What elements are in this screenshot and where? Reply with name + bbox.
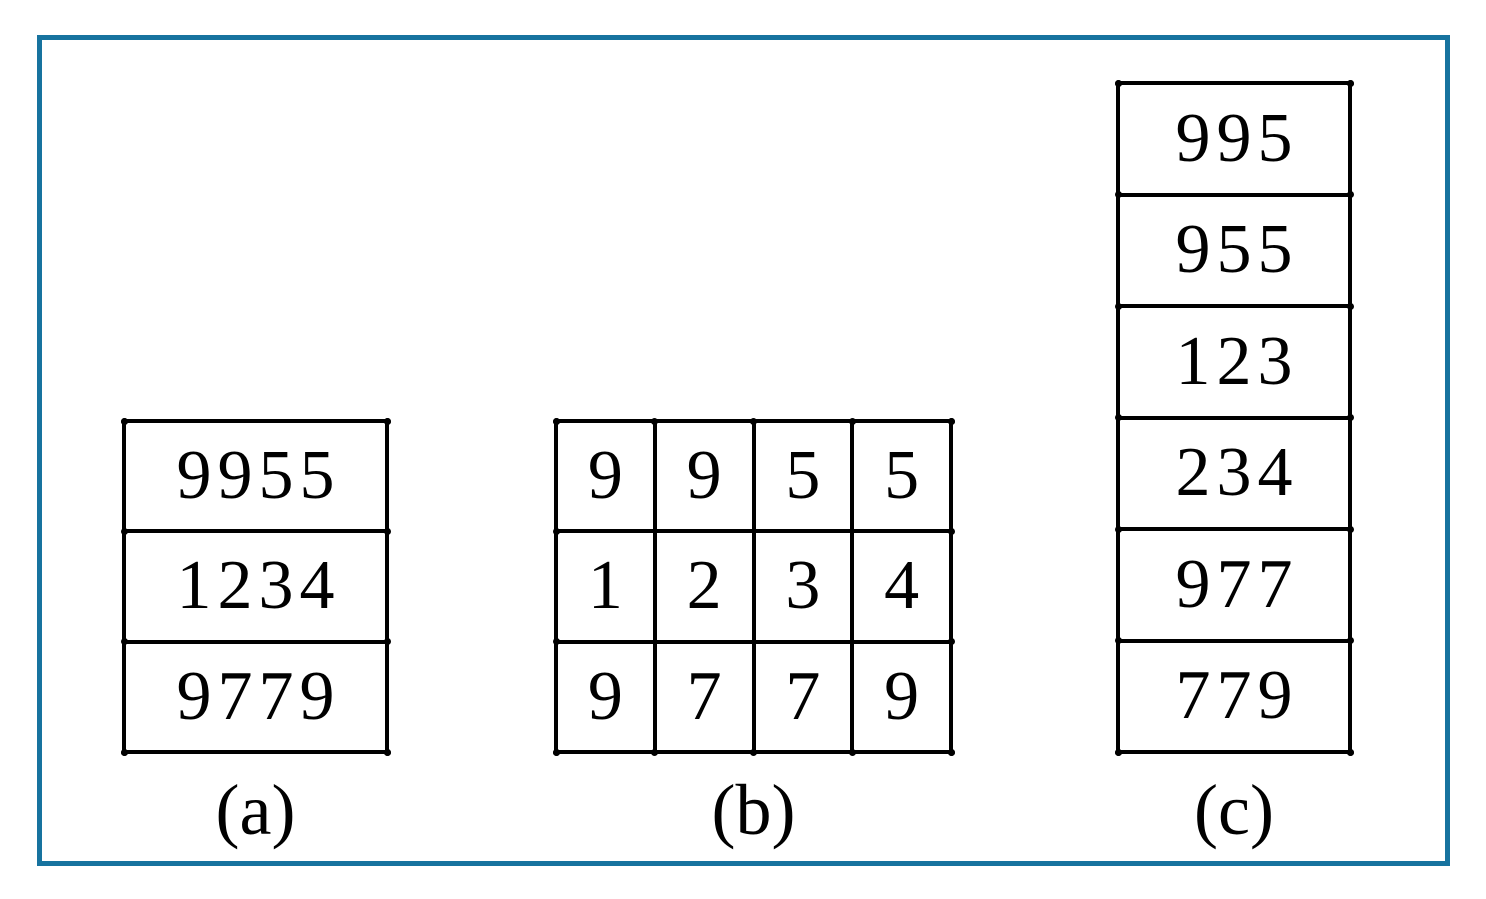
line-endpoint-dot (120, 748, 128, 756)
table-cell: 234 (1120, 419, 1348, 527)
line-endpoint-dot (947, 417, 955, 425)
line-endpoint-dot (1114, 302, 1122, 310)
line-endpoint-dot (1114, 748, 1122, 756)
panel-a-table: 9955 1234 9779 (120, 417, 391, 756)
panel-a-label: (a) (215, 770, 296, 850)
line-endpoint-dot (120, 638, 128, 646)
table-cell: 2 (656, 533, 752, 640)
line-endpoint-dot (1114, 637, 1122, 644)
table-cell: 9 (558, 643, 653, 750)
line-endpoint-dot (383, 638, 391, 646)
table-cell: 5 (755, 423, 851, 530)
line-endpoint-dot (947, 527, 955, 535)
line-endpoint-dot (1114, 79, 1122, 87)
panel-c-table: 995 955 123 234 977 779 (1114, 79, 1354, 756)
line-endpoint-dot (848, 748, 856, 756)
line-endpoint-dot (120, 527, 128, 535)
panel-b-table: 9 9 5 5 1 2 3 4 9 7 7 9 (552, 417, 955, 756)
line-endpoint-dot (1346, 637, 1354, 644)
table-cell: 955 (1120, 196, 1348, 304)
line-endpoint-dot (552, 527, 560, 535)
table-cell: 3 (755, 533, 851, 640)
table-cell: 9779 (126, 643, 385, 750)
table-cell: 7 (755, 643, 851, 750)
line-endpoint-dot (947, 638, 955, 646)
figure-frame (37, 35, 1450, 866)
table-cell: 779 (1120, 642, 1348, 750)
line-endpoint-dot (848, 417, 856, 425)
line-endpoint-dot (383, 417, 391, 425)
line-endpoint-dot (120, 417, 128, 425)
line-endpoint-dot (947, 748, 955, 756)
table-cell: 9 (656, 423, 752, 530)
line-endpoint-dot (750, 417, 757, 425)
table-cell: 123 (1120, 308, 1348, 416)
panel-b-label: (b) (711, 770, 796, 850)
table-cell: 9 (558, 423, 653, 530)
table-cell: 995 (1120, 85, 1348, 193)
panel-c-label: (c) (1194, 770, 1274, 850)
line-endpoint-dot (1114, 525, 1122, 533)
table-cell: 1 (558, 533, 653, 640)
line-endpoint-dot (552, 417, 560, 425)
line-endpoint-dot (651, 748, 659, 756)
table-cell: 1234 (126, 533, 385, 640)
table-cell: 9955 (126, 423, 385, 530)
line-endpoint-dot (1346, 191, 1354, 198)
table-cell: 5 (854, 423, 949, 530)
table-cell: 7 (656, 643, 752, 750)
line-endpoint-dot (1114, 414, 1122, 421)
line-endpoint-dot (552, 748, 560, 756)
line-endpoint-dot (552, 638, 560, 646)
table-cell: 9 (854, 643, 949, 750)
line-endpoint-dot (1346, 525, 1354, 533)
table-cell: 977 (1120, 531, 1348, 639)
table-cell: 4 (854, 533, 949, 640)
line-endpoint-dot (1346, 302, 1354, 310)
line-endpoint-dot (383, 748, 391, 756)
line-endpoint-dot (651, 417, 659, 425)
line-endpoint-dot (1114, 191, 1122, 198)
line-endpoint-dot (1346, 414, 1354, 421)
line-endpoint-dot (1346, 748, 1354, 756)
line-endpoint-dot (1346, 79, 1354, 87)
line-endpoint-dot (750, 748, 757, 756)
line-endpoint-dot (383, 527, 391, 535)
